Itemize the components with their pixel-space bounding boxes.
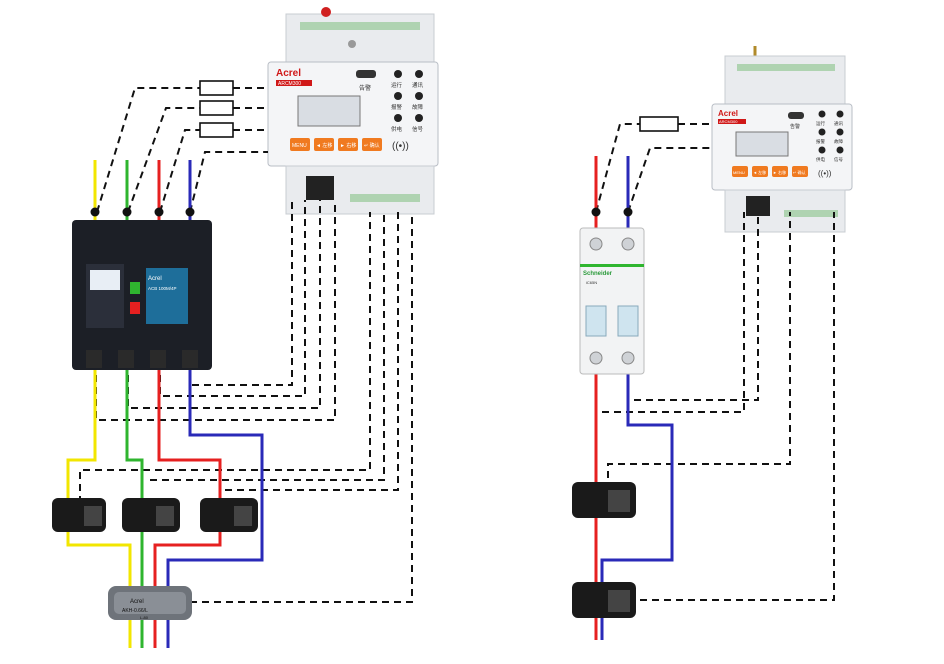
right-status-label: 报警 bbox=[816, 138, 825, 145]
left-resistors bbox=[199, 80, 234, 138]
left-status-label: 运行 bbox=[391, 81, 403, 89]
right-button-label: ↵ 确认 bbox=[793, 169, 805, 175]
left-device-alarm-label: 告警 bbox=[359, 84, 371, 92]
left-breaker-brand: Acrel bbox=[148, 276, 162, 282]
left-breaker-off-indicator bbox=[130, 302, 140, 314]
right-status-label: 信号 bbox=[834, 156, 843, 163]
right-device-terminal bbox=[746, 196, 770, 216]
right-right-button[interactable] bbox=[772, 166, 788, 177]
right-ct-line bbox=[572, 482, 636, 518]
left-button-label: ► 右移 bbox=[340, 142, 356, 149]
left-wireless-icon: ((•)) bbox=[392, 141, 409, 152]
right-status-label: 通讯 bbox=[834, 120, 843, 127]
right-breaker-model: iC65N bbox=[586, 280, 597, 285]
right-monitor-device: Acrel ARCM300 告警 运行 通讯 报警 故障 供电 信号 MENU … bbox=[711, 46, 853, 233]
right-device-status-leds: 运行 通讯 报警 故障 供电 信号 bbox=[816, 110, 844, 163]
left-device-lcd bbox=[297, 95, 361, 127]
right-device-model: ARCM300 bbox=[719, 119, 738, 124]
right-ct-residual bbox=[572, 582, 636, 618]
right-device-buttons: MENU ◄ 左移 ► 右移 ↵ 确认 ((•)) bbox=[732, 166, 832, 178]
right-enter-button[interactable] bbox=[792, 166, 808, 177]
left-status-label: 信号 bbox=[412, 125, 424, 133]
right-status-label: 故障 bbox=[834, 138, 843, 145]
right-diagram-svg: Acrel ARCM300 告警 运行 通讯 报警 故障 供电 信号 MENU … bbox=[572, 46, 853, 640]
panel-divider bbox=[490, 0, 500, 659]
right-button-label: ► 右移 bbox=[773, 169, 786, 175]
left-button-label: ↵ 确认 bbox=[364, 142, 380, 149]
right-status-label: 供电 bbox=[816, 156, 825, 163]
right-breaker-brand: Schneider bbox=[583, 271, 613, 277]
left-status-label: 故障 bbox=[412, 103, 424, 111]
left-menu-button[interactable] bbox=[290, 138, 310, 151]
left-device-status-leds: 运行 通讯 报警 故障 供电 信号 bbox=[391, 70, 424, 133]
right-button-label: ◄ 左移 bbox=[753, 169, 766, 175]
right-junction-dots bbox=[591, 207, 633, 217]
left-current-transformers bbox=[52, 498, 258, 532]
left-device-terminal bbox=[306, 176, 334, 200]
left-circuit-breaker: Acrel ACB 100M/4P bbox=[72, 220, 212, 370]
left-residual-current-sensor: Acrel AKH-0.66/L L-80 bbox=[108, 586, 192, 620]
left-wiring-diagram: Acrel ARCM300 告警 运行 通讯 报警 故障 供电 信号 MENU … bbox=[52, 7, 439, 648]
right-current-transformers bbox=[572, 482, 636, 618]
left-sensor-brand: Acrel bbox=[130, 599, 144, 605]
right-menu-button[interactable] bbox=[732, 166, 748, 177]
left-monitor-device: Acrel ARCM300 告警 运行 通讯 报警 故障 供电 信号 MENU … bbox=[267, 7, 439, 215]
left-breaker-on-indicator bbox=[130, 282, 140, 294]
right-left-button[interactable] bbox=[752, 166, 768, 177]
left-junction-dots bbox=[90, 207, 195, 217]
left-right-button[interactable] bbox=[338, 138, 358, 151]
left-sensor-model: AKH-0.66/L bbox=[122, 608, 148, 614]
left-ct-l3 bbox=[200, 498, 258, 532]
right-wireless-icon: ((•)) bbox=[818, 169, 832, 178]
left-status-label: 供电 bbox=[391, 125, 403, 133]
left-ct-l2 bbox=[122, 498, 180, 532]
right-wiring-diagram: Acrel ARCM300 告警 运行 通讯 报警 故障 供电 信号 MENU … bbox=[500, 0, 944, 659]
left-device-model-badge bbox=[276, 80, 312, 86]
left-status-label: 报警 bbox=[391, 103, 403, 111]
left-button-label: ◄ 左移 bbox=[316, 142, 332, 149]
right-device-brand: Acrel bbox=[718, 109, 738, 118]
left-diagram-svg: Acrel ARCM300 告警 运行 通讯 报警 故障 供电 信号 MENU … bbox=[52, 7, 439, 648]
right-resistors bbox=[639, 116, 679, 132]
right-device-lcd bbox=[735, 131, 789, 157]
left-device-model: ARCM300 bbox=[278, 81, 301, 87]
left-status-label: 通讯 bbox=[412, 81, 424, 89]
left-sensor-sub: L-80 bbox=[140, 615, 149, 620]
right-device-model-badge bbox=[718, 119, 746, 124]
left-enter-button[interactable] bbox=[362, 138, 382, 151]
left-breaker-model: ACB 100M/4P bbox=[148, 286, 177, 291]
left-device-buttons: MENU ◄ 左移 ► 右移 ↵ 确认 ((•)) bbox=[290, 138, 409, 152]
right-status-label: 运行 bbox=[816, 120, 825, 127]
right-device-alarm-label: 告警 bbox=[790, 123, 800, 130]
right-button-label: MENU bbox=[733, 170, 745, 175]
right-circuit-breaker: Schneider iC65N bbox=[579, 227, 645, 375]
left-ct-l1 bbox=[52, 498, 106, 532]
left-device-brand: Acrel bbox=[276, 68, 301, 79]
left-left-button[interactable] bbox=[314, 138, 334, 151]
left-button-label: MENU bbox=[292, 143, 307, 149]
